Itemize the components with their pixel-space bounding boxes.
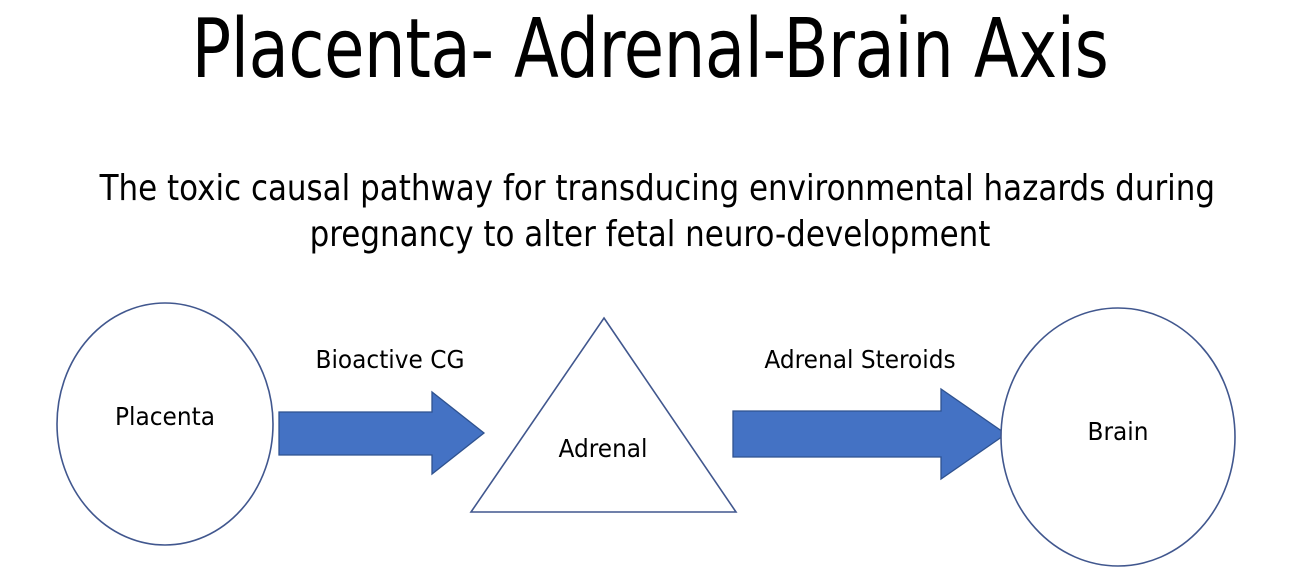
node-adrenal-label: Adrenal [558,434,648,463]
edge-1-block-arrow[interactable] [278,390,486,476]
node-placenta-label: Placenta [115,402,215,431]
node-brain-label: Brain [1087,417,1149,446]
node-placenta-ellipse[interactable] [56,302,274,546]
page-subtitle: The toxic causal pathway for transducing… [99,166,1216,258]
node-adrenal-triangle[interactable] [469,316,738,513]
node-brain-ellipse[interactable] [1000,307,1236,567]
page-subtitle-line-2: pregnancy to alter fetal neuro-developme… [309,214,991,255]
edge-2-label: Adrenal Steroids [764,345,956,374]
edge-2-block-arrow[interactable] [732,387,1008,481]
page-subtitle-line-1: The toxic causal pathway for transducing… [99,168,1216,209]
page-title: Placenta- Adrenal-Brain Axis [191,2,1109,97]
edge-1-label: Bioactive CG [315,345,465,374]
